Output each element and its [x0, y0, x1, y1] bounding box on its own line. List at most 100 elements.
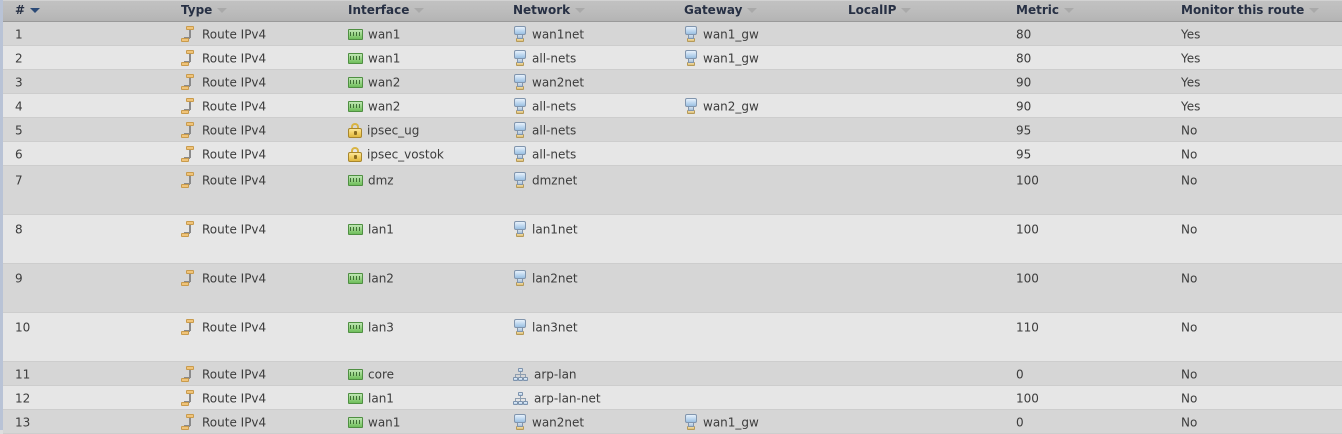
cell-index: 1	[15, 23, 23, 45]
cell-label: 4	[15, 99, 23, 114]
cell-label: wan2	[368, 75, 401, 90]
cell-label: 0	[1016, 415, 1024, 430]
cell-monitor: Yes	[1181, 71, 1200, 93]
route-icon	[181, 221, 197, 237]
column-header-label: Type	[181, 3, 213, 17]
cell-label: wan1_gw	[703, 51, 759, 66]
cell-label: wan2net	[532, 75, 585, 90]
sort-arrow-icon[interactable]	[1309, 8, 1320, 13]
cell-iface: ipsec_vostok	[348, 143, 444, 165]
cell-label: all-nets	[532, 99, 577, 114]
column-header-type[interactable]: Type	[181, 0, 228, 21]
route-icon	[181, 146, 197, 162]
cell-network: all-nets	[513, 143, 576, 165]
route-icon	[181, 172, 197, 188]
cell-metric: 100	[1016, 267, 1039, 289]
cell-iface: core	[348, 363, 394, 385]
sort-arrow-icon[interactable]	[217, 8, 228, 13]
sort-arrow-icon[interactable]	[30, 8, 41, 13]
sort-arrow-icon[interactable]	[575, 8, 586, 13]
cell-label: wan1_gw	[703, 27, 759, 42]
network-interface-icon	[348, 392, 363, 404]
cell-iface: ipsec_ug	[348, 119, 419, 141]
cell-monitor: No	[1181, 267, 1197, 289]
cell-monitor: No	[1181, 316, 1197, 338]
column-header-metric[interactable]: Metric	[1016, 0, 1074, 21]
cell-label: No	[1181, 271, 1198, 286]
cell-type: Route IPv4	[181, 119, 266, 141]
cell-label: ipsec_vostok	[367, 147, 444, 162]
cell-label: 110	[1016, 320, 1039, 335]
cell-label: ipsec_ug	[367, 123, 420, 138]
network-interface-icon	[348, 368, 363, 380]
cell-monitor: No	[1181, 411, 1197, 433]
cell-label: 5	[15, 123, 23, 138]
network-host-icon	[513, 414, 527, 430]
cell-label: Route IPv4	[202, 123, 267, 138]
cell-label: Route IPv4	[202, 320, 267, 335]
column-header-label: Gateway	[684, 3, 743, 17]
cell-index: 2	[15, 47, 23, 69]
cell-label: 90	[1016, 75, 1032, 90]
sort-arrow-icon[interactable]	[414, 8, 425, 13]
column-header-label: Interface	[348, 3, 410, 17]
column-header-label: Metric	[1016, 3, 1059, 17]
network-host-icon	[684, 50, 698, 66]
cell-label: No	[1181, 391, 1198, 406]
network-host-icon	[684, 98, 698, 114]
cell-iface: dmz	[348, 169, 394, 191]
network-interface-icon	[348, 174, 363, 186]
cell-index: 11	[15, 363, 30, 385]
cell-type: Route IPv4	[181, 387, 266, 409]
route-icon	[181, 414, 197, 430]
cell-iface: wan1	[348, 411, 400, 433]
route-icon	[181, 122, 197, 138]
cell-network: lan2net	[513, 267, 578, 289]
sort-arrow-icon[interactable]	[747, 8, 758, 13]
ipsec-lock-icon	[348, 123, 362, 138]
cell-label: wan1	[368, 51, 401, 66]
sort-arrow-icon[interactable]	[901, 8, 912, 13]
cell-monitor: Yes	[1181, 95, 1200, 117]
network-host-icon	[513, 172, 527, 188]
column-header-network[interactable]: Network	[513, 0, 586, 21]
cell-network: all-nets	[513, 47, 576, 69]
column-header-iface[interactable]: Interface	[348, 0, 425, 21]
column-header-localip[interactable]: LocalIP	[848, 0, 912, 21]
network-host-icon	[684, 26, 698, 42]
column-header-index[interactable]: #	[15, 0, 41, 21]
cell-label: wan1	[368, 27, 401, 42]
cell-label: 100	[1016, 173, 1039, 188]
cell-iface: wan2	[348, 71, 400, 93]
cell-gateway: wan2_gw	[684, 95, 759, 117]
column-header-gateway[interactable]: Gateway	[684, 0, 758, 21]
cell-iface: lan1	[348, 387, 394, 409]
cell-label: Route IPv4	[202, 27, 267, 42]
column-header-monitor[interactable]: Monitor this route	[1181, 0, 1320, 21]
cell-index: 4	[15, 95, 23, 117]
sort-arrow-icon[interactable]	[1063, 8, 1074, 13]
cell-label: Route IPv4	[202, 271, 267, 286]
cell-type: Route IPv4	[181, 267, 266, 289]
cell-label: 1	[15, 27, 23, 42]
cell-label: 100	[1016, 271, 1039, 286]
cell-label: wan2_gw	[703, 99, 759, 114]
cell-label: No	[1181, 367, 1198, 382]
cell-network: lan1net	[513, 218, 578, 240]
arp-network-icon	[513, 368, 529, 382]
network-host-icon	[513, 221, 527, 237]
cell-metric: 100	[1016, 218, 1039, 240]
